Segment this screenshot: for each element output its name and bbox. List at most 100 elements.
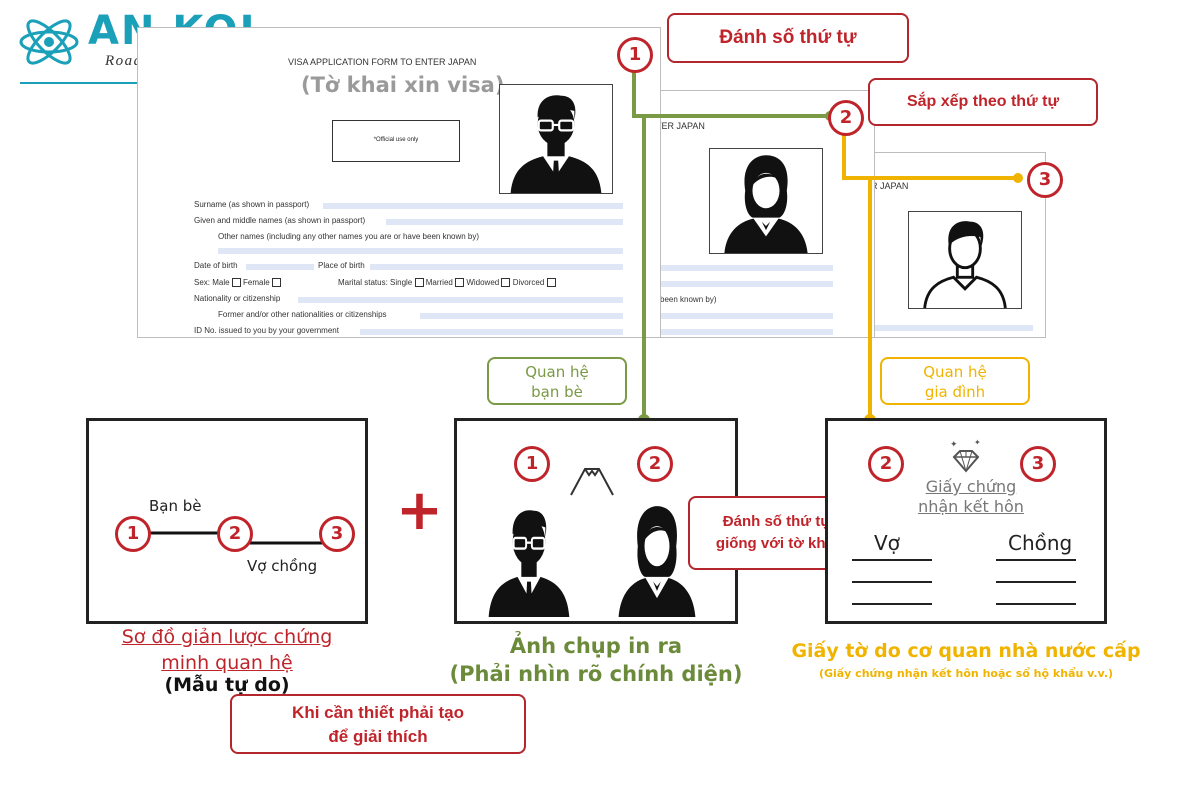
photo-number-2: 2: [637, 446, 673, 482]
form-second-field-fragment: been known by): [660, 295, 717, 304]
green-connector: [632, 68, 646, 420]
field-line: [661, 281, 833, 287]
yellow-connector: [842, 132, 1018, 180]
marital-divorced-checkbox[interactable]: [546, 278, 556, 288]
plus-sign: +: [396, 478, 443, 543]
caption-docs-note: (Giấy chứng nhận kết hôn hoặc sổ hộ khẩu…: [818, 667, 1114, 680]
field-given-label: Given and middle names (as shown in pass…: [194, 216, 366, 225]
field-idno-input[interactable]: [360, 329, 623, 335]
certificate-title: Giấy chứng nhận kết hôn: [908, 477, 1034, 517]
certificate-title-line-2: nhận kết hôn: [918, 497, 1024, 516]
number-badge-1: 1: [617, 37, 653, 73]
field-nationality-select[interactable]: [298, 297, 623, 303]
callout-number-order: Đánh số thứ tự: [667, 13, 909, 63]
family-line-2: gia đình: [924, 383, 986, 401]
marital-married-checkbox[interactable]: [455, 278, 465, 288]
certificate-number-3: 3: [1020, 446, 1056, 482]
official-use-box: *Official use only: [332, 120, 460, 162]
same-number-line-1: Đánh số thứ tự: [722, 513, 832, 530]
sex-female-label: Female: [243, 278, 270, 287]
form-third-title: R JAPAN: [871, 181, 909, 191]
sex-female-checkbox[interactable]: [271, 278, 281, 288]
field-line: [661, 265, 833, 271]
marital-widowed-label: Widowed: [466, 278, 500, 287]
caption-diagram-line-1: Sơ đồ giản lược chứng: [121, 626, 333, 648]
field-line: [861, 325, 1033, 331]
field-former-label: Former and/or other nationalities or cit…: [218, 310, 387, 319]
husband-line-2: [996, 581, 1076, 583]
field-line: [661, 313, 833, 319]
caption-free-form: (Mẫu tự do): [164, 674, 290, 696]
certificate-number-2: 2: [868, 446, 904, 482]
relationship-lines: [149, 531, 329, 545]
label-spouse: Vợ chồng: [247, 557, 318, 575]
field-other-input[interactable]: [218, 248, 623, 254]
number-badge-2: 2: [828, 100, 864, 136]
svg-text:✦: ✦: [950, 440, 958, 450]
explain-line-1: Khi cần thiết phải tạo: [292, 703, 464, 722]
number-badge-3: 3: [1027, 162, 1063, 198]
family-line-1: Quan hệ: [923, 363, 987, 381]
wife-line-2: [852, 581, 932, 583]
field-former-select[interactable]: [420, 313, 623, 319]
photo-man-with-glasses: [481, 499, 577, 617]
field-pob-label: Place of birth: [318, 261, 365, 270]
form-main-subtitle: (Tờ khai xin visa): [301, 73, 505, 97]
husband-label: Chồng: [1008, 531, 1073, 555]
svg-text:✦: ✦: [974, 438, 981, 447]
diagram-number-3: 3: [319, 516, 355, 552]
same-number-line-2: giống với tờ khai: [715, 535, 839, 552]
mount-fuji-icon: [570, 468, 614, 496]
callout-friends-relation: Quan hệ bạn bè: [487, 357, 627, 405]
form-third-photo: [908, 211, 1022, 309]
man-with-glasses-icon: [481, 499, 577, 617]
field-surname-input[interactable]: [323, 203, 623, 209]
logo-underline: [20, 82, 248, 84]
visa-form-second: TER JAPAN been known by): [645, 90, 875, 338]
callout-sort-order-text: Sắp xếp theo thứ tự: [906, 93, 1060, 110]
label-friends: Bạn bè: [149, 497, 202, 515]
field-dob-label: Date of birth: [194, 261, 238, 270]
wife-line-1: [852, 559, 932, 561]
caption-printed-photo: Ảnh chụp in ra: [509, 634, 683, 658]
visa-form-main: VISA APPLICATION FORM TO ENTER JAPAN (Tờ…: [137, 27, 661, 338]
caption-photo-note: (Phải nhìn rõ chính diện): [449, 662, 743, 686]
wife-line-3: [852, 603, 932, 605]
caption-diagram-line-2: minh quan hệ: [161, 652, 293, 674]
field-marital-row: Marital status: Single Married Widowed D…: [338, 278, 556, 288]
marriage-certificate-box: 2 3 ✦ ✦ Giấy chứng nhận kết hôn Vợ Chồng: [825, 418, 1107, 624]
field-dob-input[interactable]: [246, 264, 314, 270]
form-main-title: VISA APPLICATION FORM TO ENTER JAPAN: [288, 57, 477, 67]
husband-line-1: [996, 559, 1076, 561]
sex-male-label: Sex: Male: [194, 278, 230, 287]
field-idno-label: ID No. issued to you by your government: [194, 326, 339, 335]
diamond-icon: ✦ ✦: [950, 438, 981, 473]
field-pob-input[interactable]: [370, 264, 623, 270]
form-second-photo: [709, 148, 823, 254]
diagram-number-1: 1: [115, 516, 151, 552]
explain-line-2: để giải thích: [328, 727, 428, 746]
callout-number-order-text: Đánh số thứ tự: [719, 27, 857, 48]
callout-explain: Khi cần thiết phải tạo để giải thích: [230, 694, 526, 754]
sex-male-checkbox[interactable]: [231, 278, 241, 288]
caption-relationship-diagram: Sơ đồ giản lược chứng minh quan hệ: [86, 624, 368, 676]
marital-single-label: Marital status: Single: [338, 278, 413, 287]
field-sex-row: Sex: Male Female: [194, 278, 281, 288]
photo-number-1: 1: [514, 446, 550, 482]
field-other-label: Other names (including any other names y…: [218, 232, 480, 241]
form-main-photo: [499, 84, 613, 194]
marital-married-label: Married: [425, 278, 453, 287]
field-given-input[interactable]: [386, 219, 623, 225]
visa-form-third: R JAPAN: [860, 152, 1046, 338]
marital-divorced-label: Divorced: [512, 278, 545, 287]
wife-label: Vợ: [874, 531, 900, 555]
marital-single-checkbox[interactable]: [414, 278, 424, 288]
caption-state-docs: Giấy tờ do cơ quan nhà nước cấp: [791, 640, 1141, 662]
marital-widowed-checkbox[interactable]: [501, 278, 511, 288]
relationship-diagram-box: Bạn bè Vợ chồng 1 2 3: [86, 418, 368, 624]
field-line: [661, 329, 833, 335]
friends-line-2: bạn bè: [531, 383, 583, 401]
field-nationality-label: Nationality or citizenship: [194, 294, 281, 303]
certificate-title-line-1: Giấy chứng: [925, 477, 1017, 496]
